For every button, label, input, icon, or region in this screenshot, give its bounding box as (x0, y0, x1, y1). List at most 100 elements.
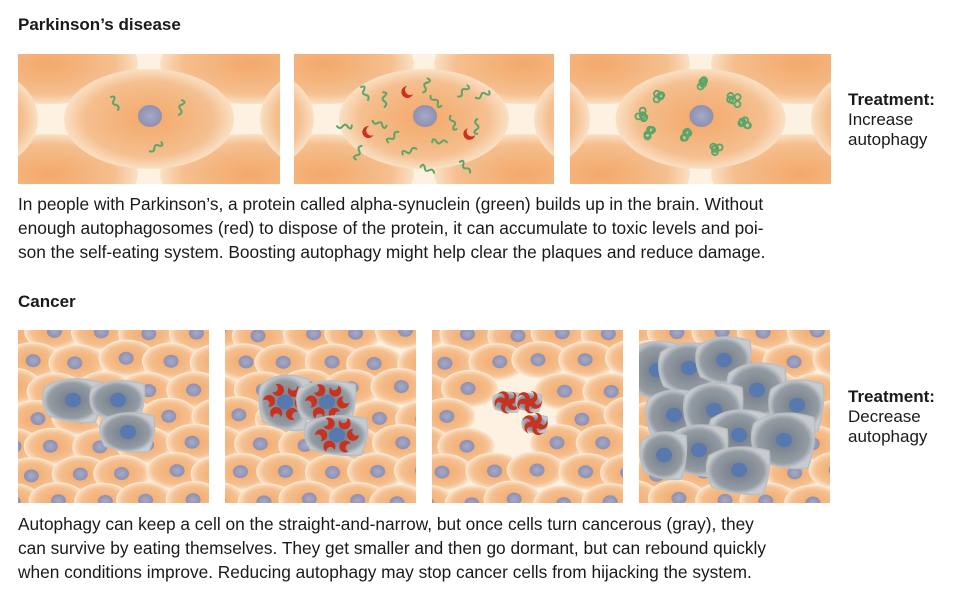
healthy-cell-nucleus (529, 463, 545, 477)
autophagosome (323, 417, 335, 430)
cancer-cell-nucleus (706, 402, 722, 418)
healthy-cell-nucleus (18, 496, 21, 503)
alpha-synuclein-protein (458, 159, 472, 174)
cancer-treatment: Treatment: Decrease autophagy (848, 387, 935, 447)
healthy-cell-nucleus (395, 436, 411, 450)
autophagosome (505, 391, 517, 404)
healthy-cell (603, 396, 623, 433)
treatment-line: Increase (848, 110, 914, 129)
protein-clump (743, 121, 752, 130)
cancer-panel-3 (432, 330, 623, 503)
alpha-synuclein-protein (474, 90, 491, 100)
autophagosome (346, 428, 359, 441)
healthy-cell-nucleus (530, 353, 546, 367)
parkinsons-caption: In people with Parkinson’s, a protein ca… (18, 192, 948, 264)
cancer-panel-2 (225, 330, 416, 503)
protein-clump (643, 130, 652, 139)
healthy-cell-nucleus (603, 384, 619, 398)
cancer-cell-nucleus (319, 394, 335, 410)
alpha-synuclein-protein (385, 130, 400, 144)
alpha-synuclein-protein (336, 123, 353, 130)
healthy-cell-nucleus (439, 409, 455, 423)
healthy-cell (600, 454, 623, 491)
healthy-cell-nucleus (432, 498, 435, 503)
healthy-cell-nucleus (30, 412, 46, 426)
healthy-cell (370, 368, 416, 406)
neighbor-cell (570, 81, 590, 157)
parkinsons-panel-buildup (294, 54, 554, 184)
cancer-cell-nucleus (110, 392, 126, 408)
healthy-cell-nucleus (460, 382, 476, 396)
healthy-cell (604, 340, 623, 376)
healthy-cell-nucleus (301, 492, 317, 503)
healthy-cell-nucleus (169, 464, 185, 478)
nucleus (413, 105, 437, 127)
healthy-cell-nucleus (492, 355, 508, 369)
alpha-synuclein-protein (381, 91, 388, 108)
healthy-cell-nucleus (25, 354, 41, 368)
autophagosome (525, 391, 538, 404)
healthy-cell-nucleus (414, 467, 416, 474)
healthy-cell (533, 484, 591, 503)
healthy-cell (189, 344, 209, 381)
healthy-cell-nucleus (186, 383, 202, 397)
healthy-cell-nucleus (185, 493, 201, 503)
alpha-synuclein-protein (401, 146, 418, 156)
healthy-cell-nucleus (459, 330, 475, 341)
alpha-synuclein-protein (371, 119, 388, 130)
alpha-synuclein-protein (177, 99, 186, 116)
healthy-cell-nucleus (348, 330, 364, 340)
healthy-cell-nucleus (556, 497, 572, 503)
alpha-synuclein-protein (448, 114, 458, 131)
healthy-cell-nucleus (755, 330, 771, 339)
cancer-cell-nucleus (120, 424, 136, 440)
protein-clump (728, 96, 737, 105)
alpha-synuclein-protein (473, 118, 480, 135)
healthy-cell-nucleus (397, 330, 413, 337)
cancer-cell-nucleus (731, 462, 747, 478)
treatment-line: autophagy (848, 427, 928, 446)
healthy-cell-nucleus (557, 384, 573, 398)
healthy-cell-nucleus (188, 330, 204, 340)
caption-line: son the self-eating system. Boosting aut… (18, 242, 766, 262)
healthy-cell-nucleus (787, 466, 803, 480)
autophagosome (285, 408, 298, 420)
autophagosome (315, 429, 328, 442)
autophagosome (313, 384, 326, 397)
healthy-cell-nucleus (577, 353, 593, 367)
nucleus (138, 105, 162, 127)
healthy-cell (812, 341, 830, 377)
healthy-cell-nucleus (93, 330, 109, 339)
protein-clump (638, 106, 647, 115)
healthy-cell-nucleus (758, 494, 774, 503)
healthy-cell-nucleus (141, 330, 157, 341)
neighbor-cell (18, 81, 38, 157)
protein-clump (733, 100, 742, 109)
healthy-cell-nucleus (389, 496, 405, 503)
healthy-cell-nucleus (238, 355, 254, 369)
healthy-cell (808, 452, 830, 489)
healthy-cell-nucleus (714, 330, 730, 339)
cancer-cell-nucleus (329, 427, 345, 443)
healthy-cell-nucleus (434, 465, 450, 479)
caption-line: enough autophagosomes (red) to dispose o… (18, 218, 764, 238)
healthy-cell-nucleus (437, 356, 453, 370)
cancer-cell-nucleus (749, 382, 765, 398)
protein-clump (684, 129, 693, 138)
autophagosome (529, 412, 542, 425)
alpha-synuclein-protein (431, 138, 448, 145)
parkinsons-treatment: Treatment: Increase autophagy (848, 90, 935, 150)
healthy-cell-nucleus (256, 495, 272, 503)
healthy-cell-nucleus (184, 435, 200, 449)
alpha-synuclein-protein (456, 84, 471, 98)
healthy-cell-nucleus (805, 496, 821, 503)
healthy-cell-nucleus (717, 493, 733, 503)
healthy-cell-nucleus (809, 330, 825, 338)
healthy-cell-nucleus (669, 330, 685, 340)
protein-clump (699, 79, 707, 88)
healthy-cell-nucleus (828, 466, 830, 474)
healthy-cell-nucleus (325, 465, 341, 479)
neighbor-cell (294, 81, 314, 157)
healthy-cell-nucleus (252, 437, 268, 451)
neighbor-cell (534, 81, 554, 157)
